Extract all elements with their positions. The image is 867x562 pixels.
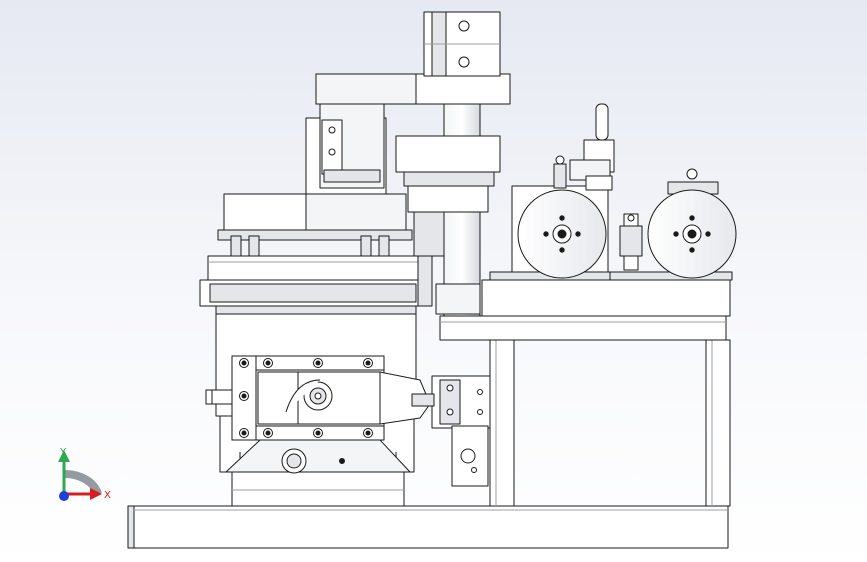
- wheel-hole: [689, 215, 695, 221]
- x-axis-label: X: [104, 490, 111, 501]
- base-plate: [127, 505, 729, 549]
- right-platform: [439, 271, 733, 341]
- bolt-center: [265, 360, 271, 366]
- wheel-hole: [543, 231, 549, 237]
- clamp-bolts: [239, 358, 373, 438]
- side-rod: [411, 393, 435, 407]
- bolt-center: [315, 360, 321, 366]
- y-axis-label: Y: [59, 447, 67, 458]
- bolt-center: [365, 430, 371, 436]
- wheel-hole: [575, 231, 581, 237]
- guide-post: [360, 235, 372, 257]
- right-frame-legs: [489, 339, 731, 507]
- bolt-center: [315, 430, 321, 436]
- guide-post: [248, 235, 260, 257]
- bolt-center: [365, 360, 371, 366]
- press-plate: [217, 193, 413, 241]
- tensioner: [619, 213, 643, 271]
- wheel-hole: [673, 231, 679, 237]
- press-posts: [230, 235, 390, 257]
- wheel-hole: [689, 247, 695, 253]
- wheel-hole: [705, 231, 711, 237]
- wheel-hole: [559, 215, 565, 221]
- main-cylinder: [315, 73, 511, 317]
- side-bracket: [431, 375, 491, 487]
- wheel-holes: [543, 215, 711, 253]
- slide-table: [199, 255, 433, 307]
- vertical-slide: [305, 103, 387, 195]
- bolt-center: [241, 430, 247, 436]
- left-wheel: [517, 189, 607, 279]
- axis-triad: Y X: [58, 447, 111, 501]
- guide-post: [378, 235, 390, 257]
- bolt-center: [265, 430, 271, 436]
- wheel-hole: [559, 247, 565, 253]
- toggle-clamp: [569, 103, 615, 191]
- left-fitting: [205, 389, 233, 405]
- bolt-center: [241, 393, 247, 399]
- top-cylinder: [423, 11, 501, 77]
- bolt-center: [241, 360, 247, 366]
- right-wheel: [647, 168, 737, 279]
- guide-post: [230, 235, 242, 257]
